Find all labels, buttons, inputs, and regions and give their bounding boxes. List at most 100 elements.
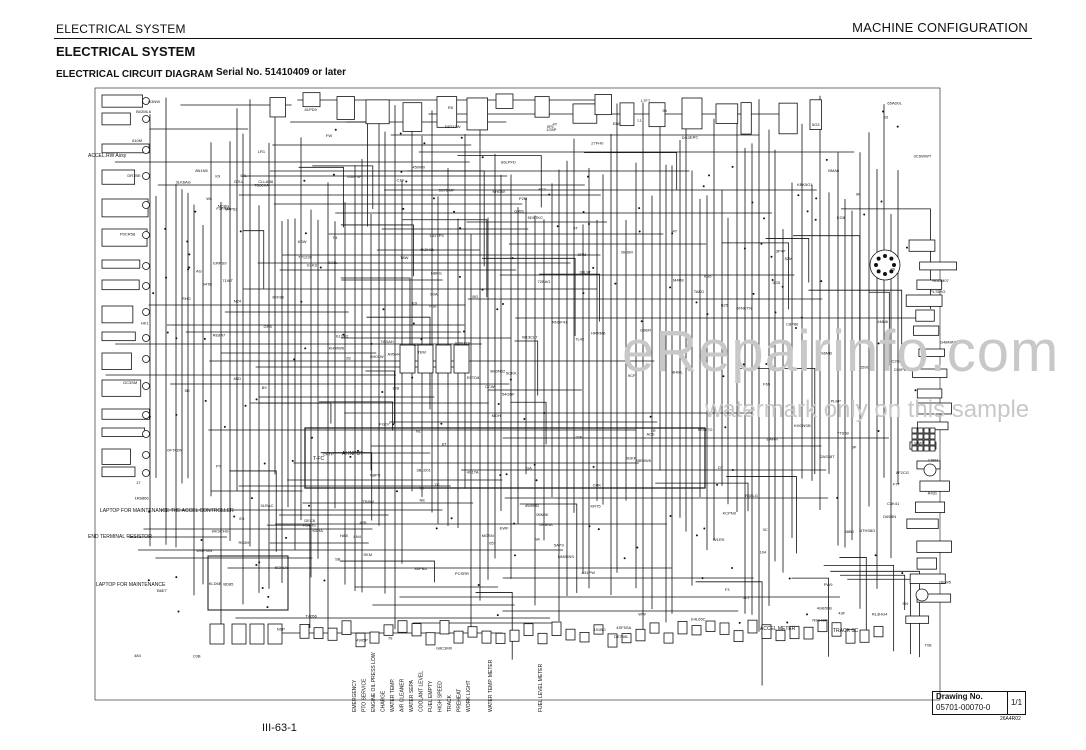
svg-text:PLT5HG: PLT5HG xyxy=(930,289,945,294)
svg-text:FW: FW xyxy=(326,133,332,138)
svg-text:484: 484 xyxy=(134,653,141,658)
svg-text:EB6: EB6 xyxy=(613,121,621,126)
sheet-number: 1/1 xyxy=(1007,692,1025,714)
lamp-label: TRACK xyxy=(447,694,453,712)
svg-text:26: 26 xyxy=(891,267,896,272)
svg-text:LN4: LN4 xyxy=(354,534,362,539)
svg-text:BG: BG xyxy=(472,294,478,299)
svg-text:CCW: CCW xyxy=(485,384,495,389)
svg-text:N9C48R: N9C48R xyxy=(812,617,827,622)
svg-text:DE768L: DE768L xyxy=(614,634,629,639)
svg-text:C00PD: C00PD xyxy=(894,367,907,372)
svg-text:DEC6: DEC6 xyxy=(304,518,315,523)
lamp-label: ENGINE OIL PRESS LOW xyxy=(371,652,377,712)
lamp-label: PREHEAT xyxy=(457,689,463,712)
svg-text:S6LPFD: S6LPFD xyxy=(501,159,516,164)
svg-text:T8W: T8W xyxy=(400,255,409,260)
svg-text:7P1239: 7P1239 xyxy=(298,254,313,259)
svg-text:KG8: KG8 xyxy=(837,215,846,220)
svg-text:DEW5: DEW5 xyxy=(939,579,951,584)
svg-text:9G1L: 9G1L xyxy=(328,260,339,265)
svg-text:KBK5G1: KBK5G1 xyxy=(797,182,813,187)
svg-text:2BE9W5: 2BE9W5 xyxy=(635,458,652,463)
svg-text:0G5: 0G5 xyxy=(773,280,781,285)
svg-text:GR5: GR5 xyxy=(263,324,272,329)
svg-text:83: 83 xyxy=(884,114,889,119)
laptop-maint-label: LAPTOP FOR MAINTENANCE xyxy=(96,582,166,588)
svg-text:0DKP: 0DKP xyxy=(626,456,637,461)
svg-text:3BLD01: 3BLD01 xyxy=(416,468,431,473)
lamp-label: AIR CLEANER xyxy=(400,678,406,712)
svg-text:SRM: SRM xyxy=(578,252,587,257)
svg-text:CLLAB6: CLLAB6 xyxy=(258,179,274,184)
svg-text:3P4P: 3P4P xyxy=(776,248,786,253)
svg-text:43F: 43F xyxy=(838,611,845,616)
svg-text:4MN6: 4MN6 xyxy=(877,319,888,324)
svg-text:71WT: 71WT xyxy=(222,278,233,283)
svg-text:G7LL: G7LL xyxy=(234,179,245,184)
svg-text:F3: F3 xyxy=(725,587,730,592)
svg-text:610M: 610M xyxy=(132,138,142,143)
meter-label: FUEL LEVEL METER xyxy=(538,663,544,712)
svg-text:DG3: DG3 xyxy=(682,135,691,140)
lamp-label: WATER SEPA xyxy=(409,679,415,712)
lamp-label: HIGH SPEED xyxy=(438,681,444,712)
lamp-label: CHARGE xyxy=(381,690,387,712)
svg-text:BMA6: BMA6 xyxy=(828,168,840,173)
svg-text:E4L65C: E4L65C xyxy=(691,617,706,622)
svg-text:RNSF41: RNSF41 xyxy=(552,320,568,325)
svg-text:G8C3M0: G8C3M0 xyxy=(436,646,453,651)
svg-text:BD85: BD85 xyxy=(223,581,234,586)
svg-text:ERC: ERC xyxy=(690,134,699,139)
svg-text:SN: SN xyxy=(902,601,908,606)
component-symbols xyxy=(101,92,957,648)
drawing-number-box: Drawing No. 05701-00070-0 1/1 xyxy=(932,691,1026,715)
svg-text:72BAG: 72BAG xyxy=(538,279,551,284)
svg-text:NCBG: NCBG xyxy=(218,203,230,208)
svg-text:R431: R431 xyxy=(928,490,938,495)
svg-text:H8KG: H8KG xyxy=(431,271,442,276)
svg-text:81PD9: 81PD9 xyxy=(305,107,318,112)
svg-text:A95HH: A95HH xyxy=(388,352,401,357)
svg-text:DR7BE: DR7BE xyxy=(127,173,141,178)
svg-text:90: 90 xyxy=(419,485,424,490)
svg-text:SKM: SKM xyxy=(363,552,372,557)
svg-text:TAKD: TAKD xyxy=(694,289,704,294)
svg-text:N24: N24 xyxy=(234,298,242,303)
svg-text:B9: B9 xyxy=(262,385,268,390)
svg-text:G1K3: G1K3 xyxy=(307,262,318,267)
svg-text:MDH: MDH xyxy=(492,413,501,418)
svg-text:PT: PT xyxy=(216,464,222,469)
svg-text:K9: K9 xyxy=(215,174,221,179)
svg-text:B25: B25 xyxy=(721,302,729,307)
accel-assy-label: ACCEL.RW Assy xyxy=(88,153,127,159)
svg-text:W1RS: W1RS xyxy=(713,537,725,542)
svg-text:08L9T: 08L9T xyxy=(580,269,592,274)
svg-text:4T: 4T xyxy=(553,122,558,127)
svg-text:5D9TKC: 5D9TKC xyxy=(528,215,543,220)
svg-text:64TB: 64TB xyxy=(203,282,213,287)
svg-text:TEM: TEM xyxy=(417,350,425,355)
svg-text:7C: 7C xyxy=(435,482,440,487)
svg-text:FC1: FC1 xyxy=(539,186,547,191)
svg-text:P16: P16 xyxy=(429,304,437,309)
svg-text:3LK6AG: 3LK6AG xyxy=(176,179,191,184)
page-title: ELECTRICAL SYSTEM xyxy=(56,44,196,59)
svg-text:5G3: 5G3 xyxy=(812,122,820,127)
svg-text:1R: 1R xyxy=(651,428,656,433)
svg-text:159C: 159C xyxy=(860,365,870,370)
svg-text:WNP393: WNP393 xyxy=(196,548,213,553)
svg-text:NE: NE xyxy=(420,498,426,503)
svg-text:5S7DMF: 5S7DMF xyxy=(439,188,455,193)
svg-text:M4P62: M4P62 xyxy=(225,206,238,211)
svg-text:CHK: CHK xyxy=(593,483,602,488)
svg-text:GC3SM: GC3SM xyxy=(123,380,137,385)
t-fc-label: T-FC xyxy=(313,456,324,462)
svg-text:TB86KA: TB86KA xyxy=(254,182,269,187)
svg-text:E9TD8: E9TD8 xyxy=(467,375,480,380)
svg-text:5AP9: 5AP9 xyxy=(554,543,565,548)
svg-text:RL3HG4: RL3HG4 xyxy=(872,612,888,617)
svg-text:C0B: C0B xyxy=(193,654,201,659)
svg-text:0LRAC: 0LRAC xyxy=(261,503,274,508)
svg-text:FGD7: FGD7 xyxy=(379,421,390,426)
